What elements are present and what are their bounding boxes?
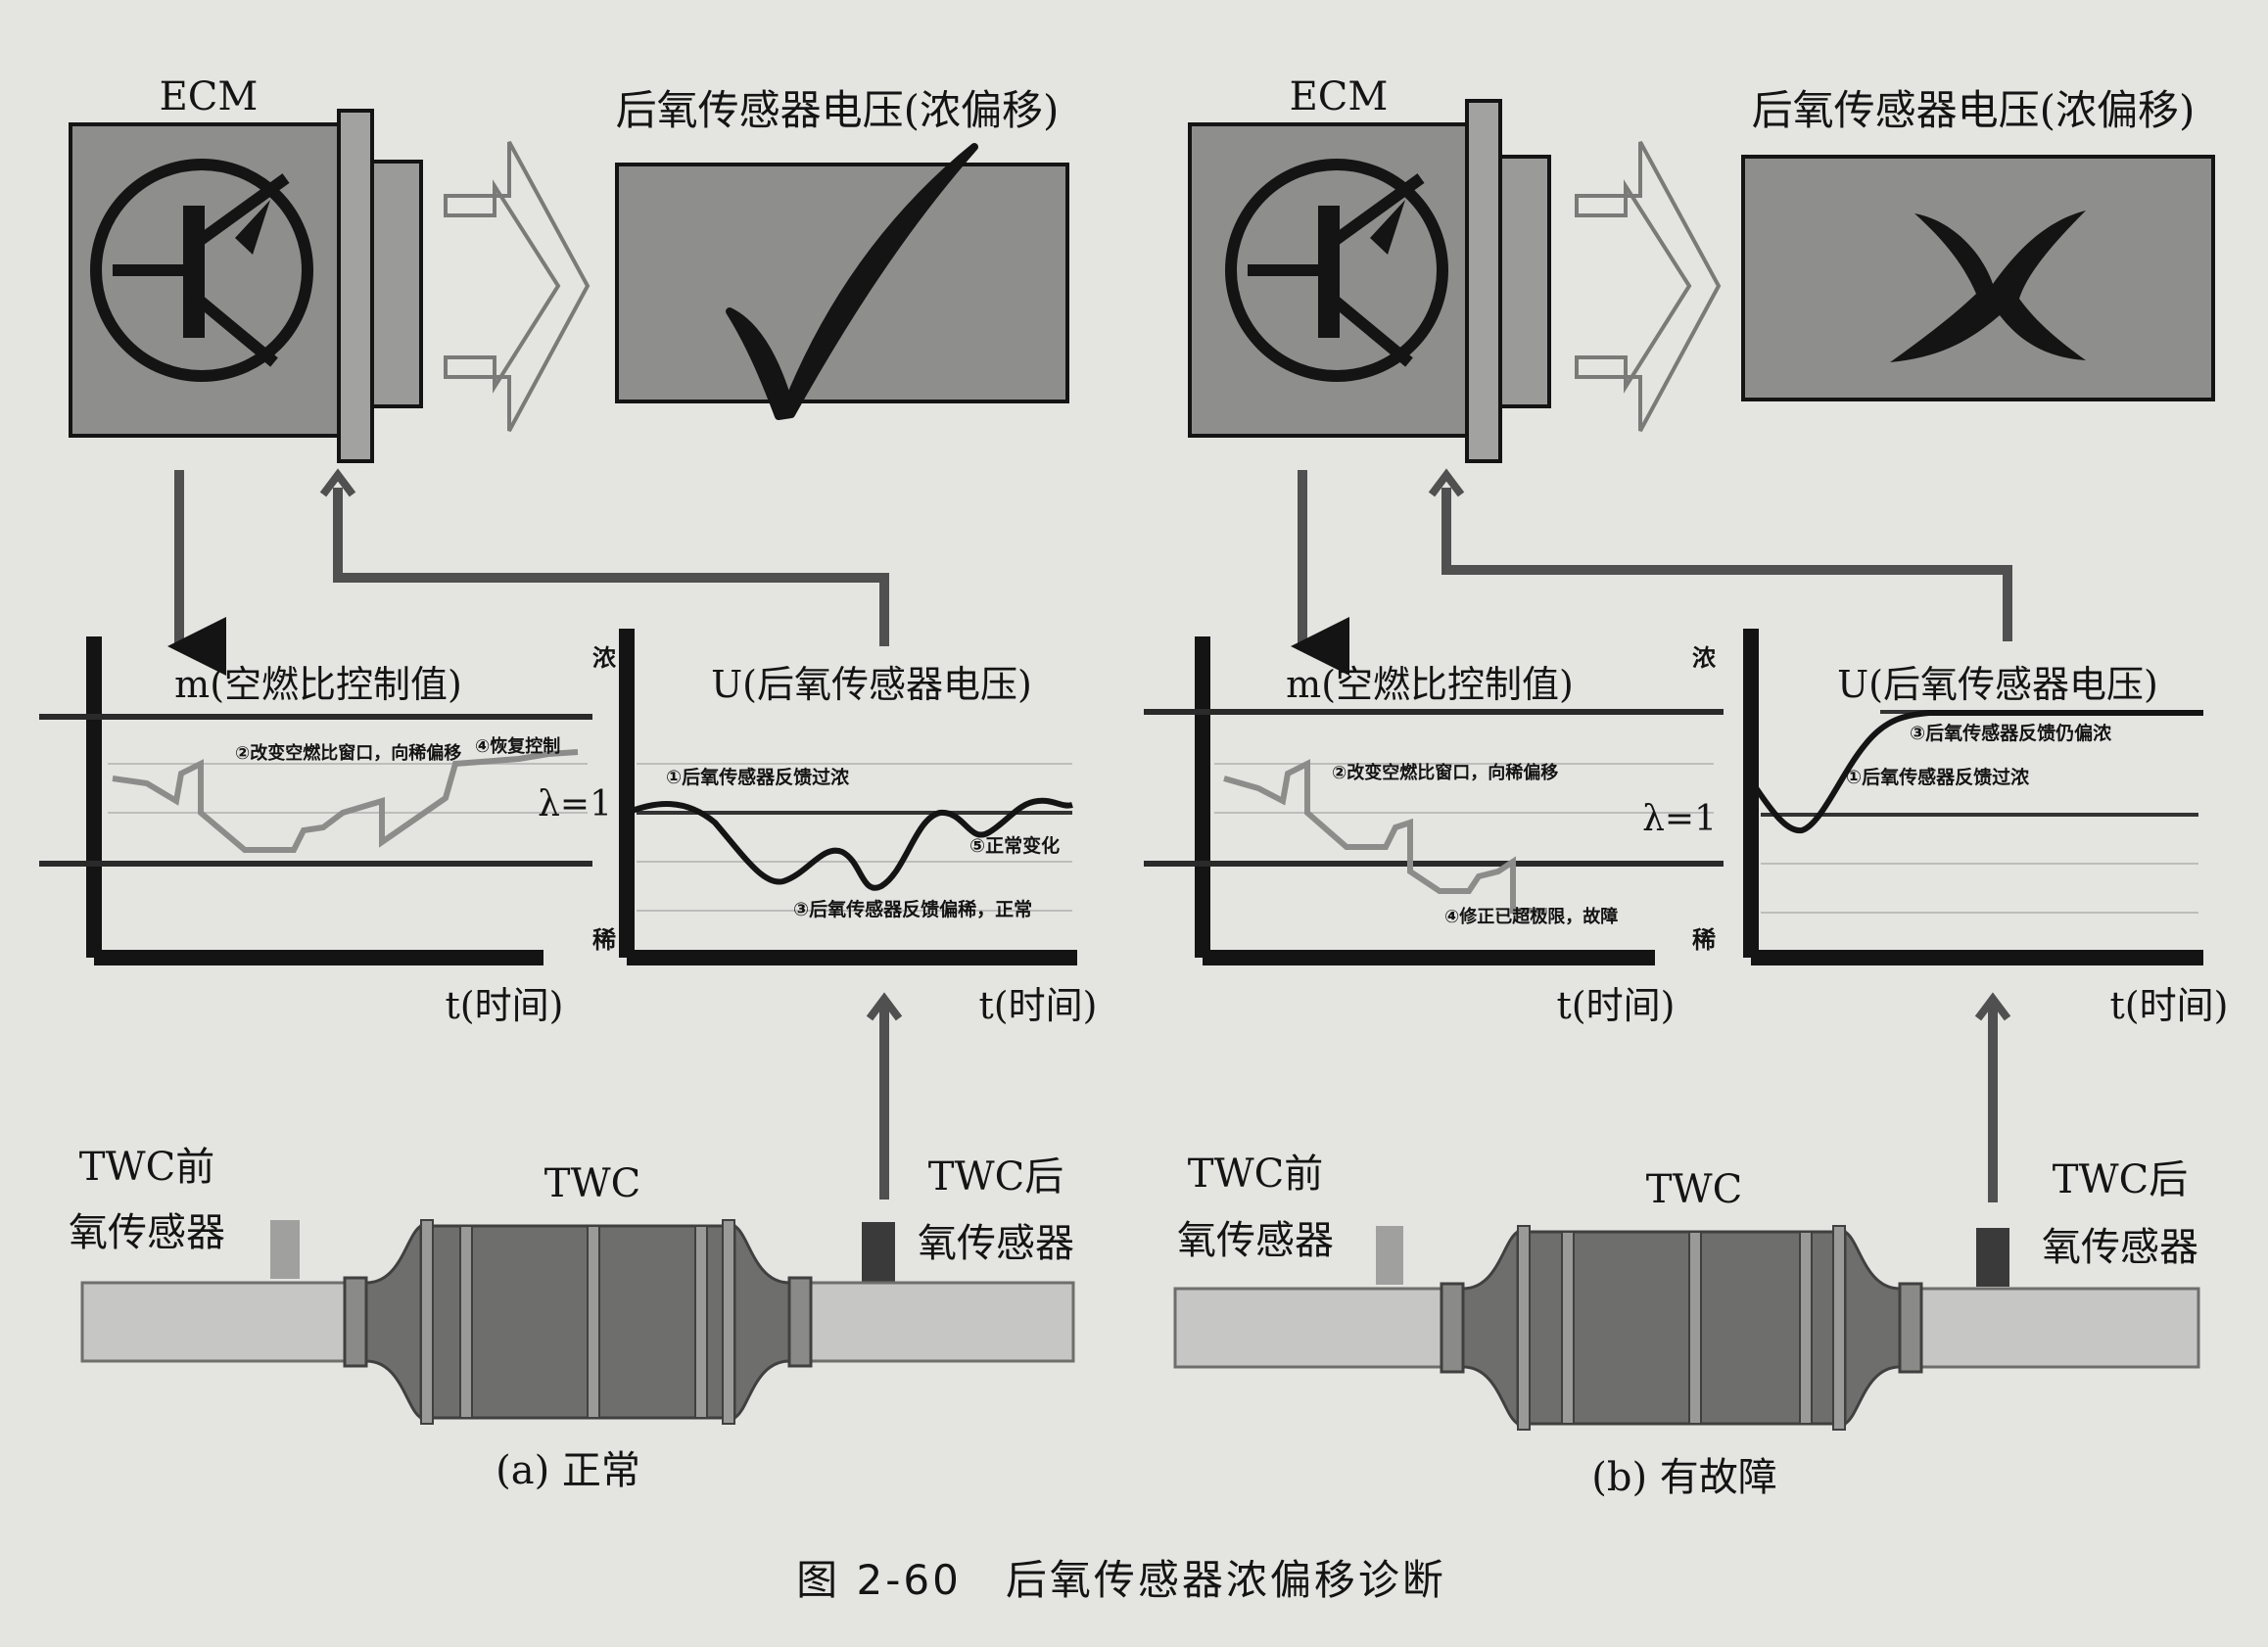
sensor-voltage-title: 后氧传感器电压(浓偏移): [1752, 86, 2196, 134]
airfuel-annotation-1: ②改变空燃比窗口，向稀偏移: [235, 742, 461, 764]
twc-front-label-2: 氧传感器: [69, 1210, 225, 1255]
airfuel-annotation-1: ②改变空燃比窗口，向稀偏移: [1332, 762, 1558, 783]
airfuel-annotation-2: ④修正已超极限，故障: [1444, 906, 1618, 927]
ecm-label: ECM: [160, 74, 259, 119]
transistor-icon: [90, 159, 313, 382]
twc-front-label-1: TWC前: [79, 1145, 214, 1190]
twc-assembly-a: TWC前 氧传感器 TWC TWC后 氧传感器 (a) 正常: [69, 1145, 1075, 1493]
panel-a: ECM 后氧传感器电压(浓偏移): [39, 74, 1097, 1493]
signal-lines-a: [167, 468, 903, 1200]
rich-label: 浓: [1692, 644, 1717, 672]
figure-caption: 图 2-60 后氧传感器浓偏移诊断: [796, 1556, 1446, 1604]
sensor-voltage-title: 后氧传感器电压(浓偏移): [616, 86, 1060, 134]
twc-assembly-b: TWC前 氧传感器 TWC TWC后 氧传感器 (b) 有故障: [1173, 1152, 2200, 1500]
twc-front-label-2: 氧传感器: [1177, 1218, 1334, 1263]
rear-sensor-icon: [1976, 1228, 2009, 1287]
ecm-label: ECM: [1290, 74, 1389, 119]
voltage-xlabel: t(时间): [2110, 984, 2229, 1027]
sensor-voltage-box-b: 后氧传感器电压(浓偏移): [1741, 86, 2215, 401]
ecm-block-b: ECM: [1188, 74, 1551, 463]
checkmark-icon: [726, 143, 978, 420]
twc-label: TWC: [1646, 1167, 1742, 1212]
voltage-ylabel: U(后氧传感器电压): [711, 663, 1032, 706]
twc-rear-label-2: 氧传感器: [918, 1221, 1074, 1266]
lambda-label: λ=1: [1642, 799, 1717, 839]
voltage-xlabel: t(时间): [979, 984, 1098, 1027]
twc-front-label-1: TWC前: [1188, 1152, 1323, 1197]
airfuel-ylabel: m(空燃比控制值): [174, 663, 462, 706]
lean-label: 稀: [592, 926, 616, 954]
airfuel-xlabel: t(时间): [1557, 984, 1676, 1027]
voltage-annotation-3: ⑤正常变化: [969, 834, 1060, 857]
sensor-voltage-box-a: 后氧传感器电压(浓偏移): [615, 86, 1069, 420]
voltage-annotation-2: ③后氧传感器反馈偏稀，正常: [793, 898, 1032, 920]
panel-b: ECM 后氧传感器电压(浓偏移): [1144, 74, 2228, 1500]
twc-label: TWC: [544, 1161, 640, 1206]
twc-rear-label-2: 氧传感器: [2042, 1225, 2198, 1270]
airfuel-plot-a: m(空燃比控制值) ②改变空燃比窗口，向稀偏移 ④恢复控制 t(时间): [39, 636, 592, 1027]
panel-caption: (b) 有故障: [1591, 1455, 1777, 1500]
ecm-block-a: ECM: [69, 74, 423, 463]
airfuel-ylabel: m(空燃比控制值): [1286, 663, 1574, 706]
rich-label: 浓: [592, 644, 617, 672]
front-sensor-icon: [270, 1220, 300, 1279]
rear-sensor-icon: [862, 1222, 895, 1283]
voltage-plot-a: U(后氧传感器电压) 浓 稀 λ=1 ①后氧传感器反馈过浓 ③后氧传感器反馈偏稀…: [538, 629, 1097, 1027]
signal-lines-b: [1291, 468, 2012, 1202]
lambda-label: λ=1: [538, 784, 612, 824]
voltage-plot-b: U(后氧传感器电压) 浓 稀 λ=1 ③后氧传感器反馈仍偏浓 ①后氧传感器反馈过…: [1642, 629, 2228, 1027]
hollow-arrow-icon: [1575, 141, 1722, 432]
airfuel-annotation-2: ④恢复控制: [475, 735, 560, 757]
voltage-annotation-1: ①后氧传感器反馈过浓: [666, 766, 850, 788]
cross-icon: [1890, 211, 2086, 362]
lean-label: 稀: [1692, 926, 1716, 954]
airfuel-xlabel: t(时间): [446, 984, 564, 1027]
transistor-icon: [1225, 159, 1448, 382]
voltage-ylabel: U(后氧传感器电压): [1837, 663, 2158, 706]
voltage-annotation-1: ③后氧传感器反馈仍偏浓: [1910, 722, 2112, 744]
panel-caption: (a) 正常: [496, 1448, 640, 1493]
voltage-annotation-2: ①后氧传感器反馈过浓: [1846, 766, 2030, 788]
twc-rear-label-1: TWC后: [928, 1154, 1063, 1200]
airfuel-plot-b: m(空燃比控制值) ②改变空燃比窗口，向稀偏移 ④修正已超极限，故障 t(时间): [1144, 636, 1724, 1027]
hollow-arrow-icon: [444, 141, 591, 432]
twc-rear-label-1: TWC后: [2053, 1157, 2188, 1202]
front-sensor-icon: [1376, 1226, 1403, 1285]
